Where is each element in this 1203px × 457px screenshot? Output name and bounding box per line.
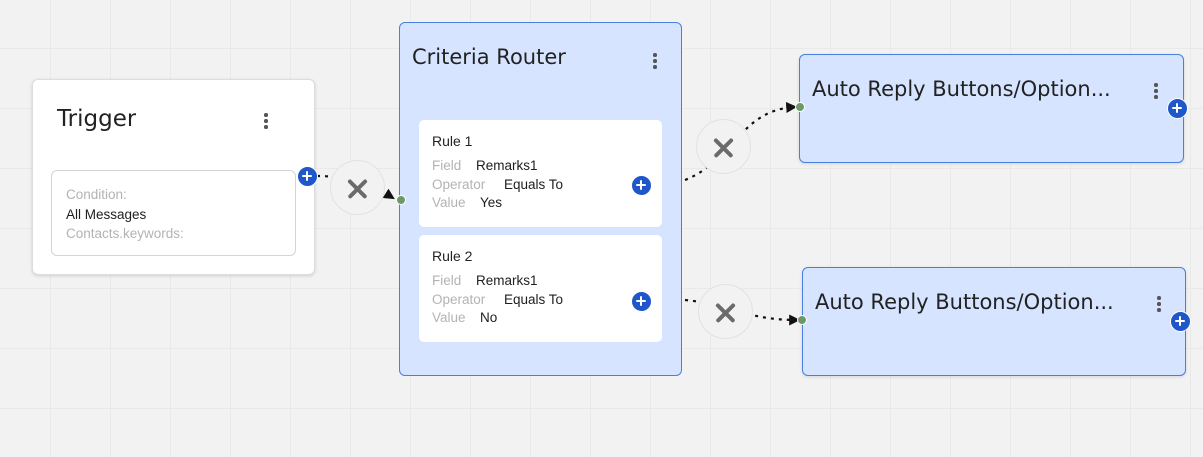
kebab-menu-icon[interactable] [261,113,271,131]
delete-edge-close-icon[interactable] [698,284,753,339]
rule-title: Rule 2 [432,248,473,264]
field-label: Field [432,158,462,173]
delete-edge-close-icon[interactable] [696,119,751,174]
value-label: Value [432,195,466,210]
field-label: Field [432,273,462,288]
trigger-add-icon[interactable] [297,166,318,187]
keywords-label: Contacts.keywords: [66,226,184,241]
kebab-menu-icon[interactable] [1154,296,1164,314]
auto-reply-title: Auto Reply Buttons/Option... [812,77,1111,101]
router-input-port[interactable] [396,195,406,205]
operator-value: Equals To [504,291,564,307]
value-label: Value [432,310,466,325]
condition-value: All Messages [66,206,147,222]
rule-1-add-icon[interactable] [631,175,652,196]
kebab-menu-icon[interactable] [650,53,660,71]
edge-rule1-to-auto-reply-1 [684,101,798,182]
rule-2-add-icon[interactable] [631,291,652,312]
auto-reply-node[interactable]: Auto Reply Buttons/Option... [799,54,1184,163]
trigger-title: Trigger [57,106,137,132]
trigger-node[interactable]: Trigger Condition: All Messages Contacts… [32,79,315,275]
auto-reply-node[interactable]: Auto Reply Buttons/Option... [802,267,1186,376]
auto-reply-2-add-icon[interactable] [1170,311,1191,332]
operator-label: Operator [432,291,486,307]
rule-title: Rule 1 [432,133,473,149]
value-value: Yes [480,195,503,210]
rule-card[interactable]: Rule 2 Field Remarks1 Operator Equals To V… [419,235,662,342]
value-value: No [480,310,498,325]
field-value: Remarks1 [476,273,538,288]
edge-trigger-to-router [316,174,395,200]
operator-value: Equals To [504,176,564,192]
auto-reply-2-input-port[interactable] [797,315,807,325]
rule-card[interactable]: Rule 1 Field Remarks1 Operator Equals To V… [419,120,662,227]
kebab-menu-icon[interactable] [1151,83,1161,101]
router-title: Criteria Router [412,45,566,69]
delete-edge-close-icon[interactable] [330,160,385,215]
auto-reply-1-input-port[interactable] [795,102,805,112]
auto-reply-title: Auto Reply Buttons/Option... [815,290,1114,314]
trigger-condition-box[interactable]: Condition: All Messages Contacts.keyword… [51,170,296,256]
auto-reply-1-add-icon[interactable] [1167,98,1188,119]
field-value: Remarks1 [476,158,538,173]
operator-label: Operator [432,176,486,192]
condition-label: Condition: [66,187,127,202]
